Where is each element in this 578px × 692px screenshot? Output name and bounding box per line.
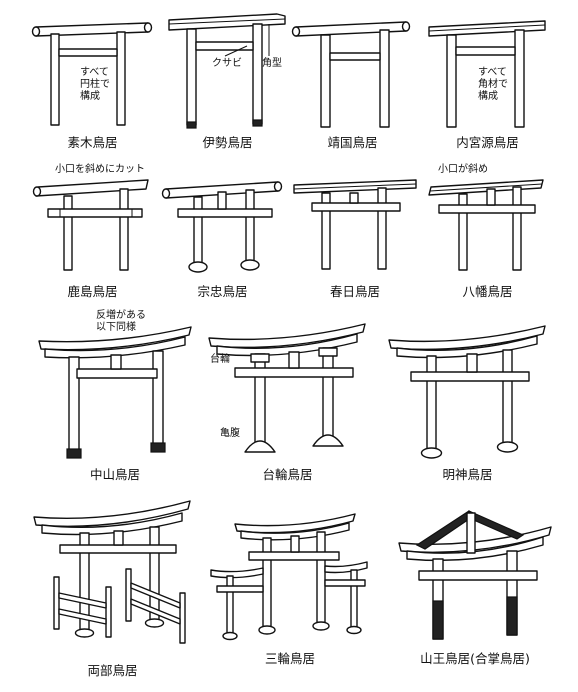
caption-nakayama: 中山鳥居 — [89, 467, 140, 482]
caption-munetada: 宗忠鳥居 — [197, 284, 248, 299]
caption-ryobu: 両部鳥居 — [87, 663, 138, 678]
naiku-note: すべて角材で構成 — [478, 67, 508, 102]
gate-sanno-illustration — [398, 510, 552, 640]
gate-hachiman-illustration — [428, 179, 544, 271]
gate-nakayama-illustration — [38, 326, 192, 459]
caption-shiraki: 素木鳥居 — [67, 135, 118, 150]
gate-yasukuni-illustration — [291, 21, 411, 128]
nakayama-note: 反増がある以下同様 — [96, 310, 146, 333]
caption-miwa: 三輪鳥居 — [264, 651, 315, 666]
caption-yasukuni: 靖国鳥居 — [327, 135, 378, 150]
caption-ise: 伊勢鳥居 — [202, 135, 253, 150]
caption-naiku: 内宮源鳥居 — [456, 135, 519, 150]
caption-myojin: 明神鳥居 — [442, 467, 493, 482]
caption-kasuga: 春日鳥居 — [329, 284, 380, 299]
annotation-kamebara: 亀腹 — [220, 428, 240, 439]
gate-ryobu-illustration — [33, 500, 191, 644]
gate-kasuga-illustration — [293, 179, 417, 270]
gate-kashima-illustration — [32, 179, 149, 271]
annotation-hachiman-cut: 小口が斜め — [438, 164, 488, 175]
gate-daiwa-illustration — [208, 323, 366, 453]
gate-naiku-illustration — [428, 20, 546, 128]
gate-myojin-illustration — [388, 325, 546, 459]
gate-munetada-illustration — [161, 181, 283, 273]
caption-hachiman: 八幡鳥居 — [462, 284, 513, 299]
annotation-kusabi: クサビ — [212, 58, 242, 69]
annotation-kashima-cut: 小口を斜めにカット — [55, 164, 145, 175]
caption-daiwa: 台輪鳥居 — [262, 467, 313, 482]
annotation-kakugata: 角型 — [262, 58, 282, 69]
annotation-daiwa: 台輪 — [210, 354, 230, 365]
caption-kashima: 鹿島鳥居 — [67, 284, 118, 299]
caption-sanno: 山王鳥居(合掌鳥居) — [420, 651, 530, 666]
shiraki-note: すべて円柱で構成 — [80, 67, 110, 102]
gate-shiraki-illustration — [31, 22, 153, 126]
gate-ise-illustration — [168, 13, 286, 129]
gate-miwa-illustration — [210, 513, 368, 641]
